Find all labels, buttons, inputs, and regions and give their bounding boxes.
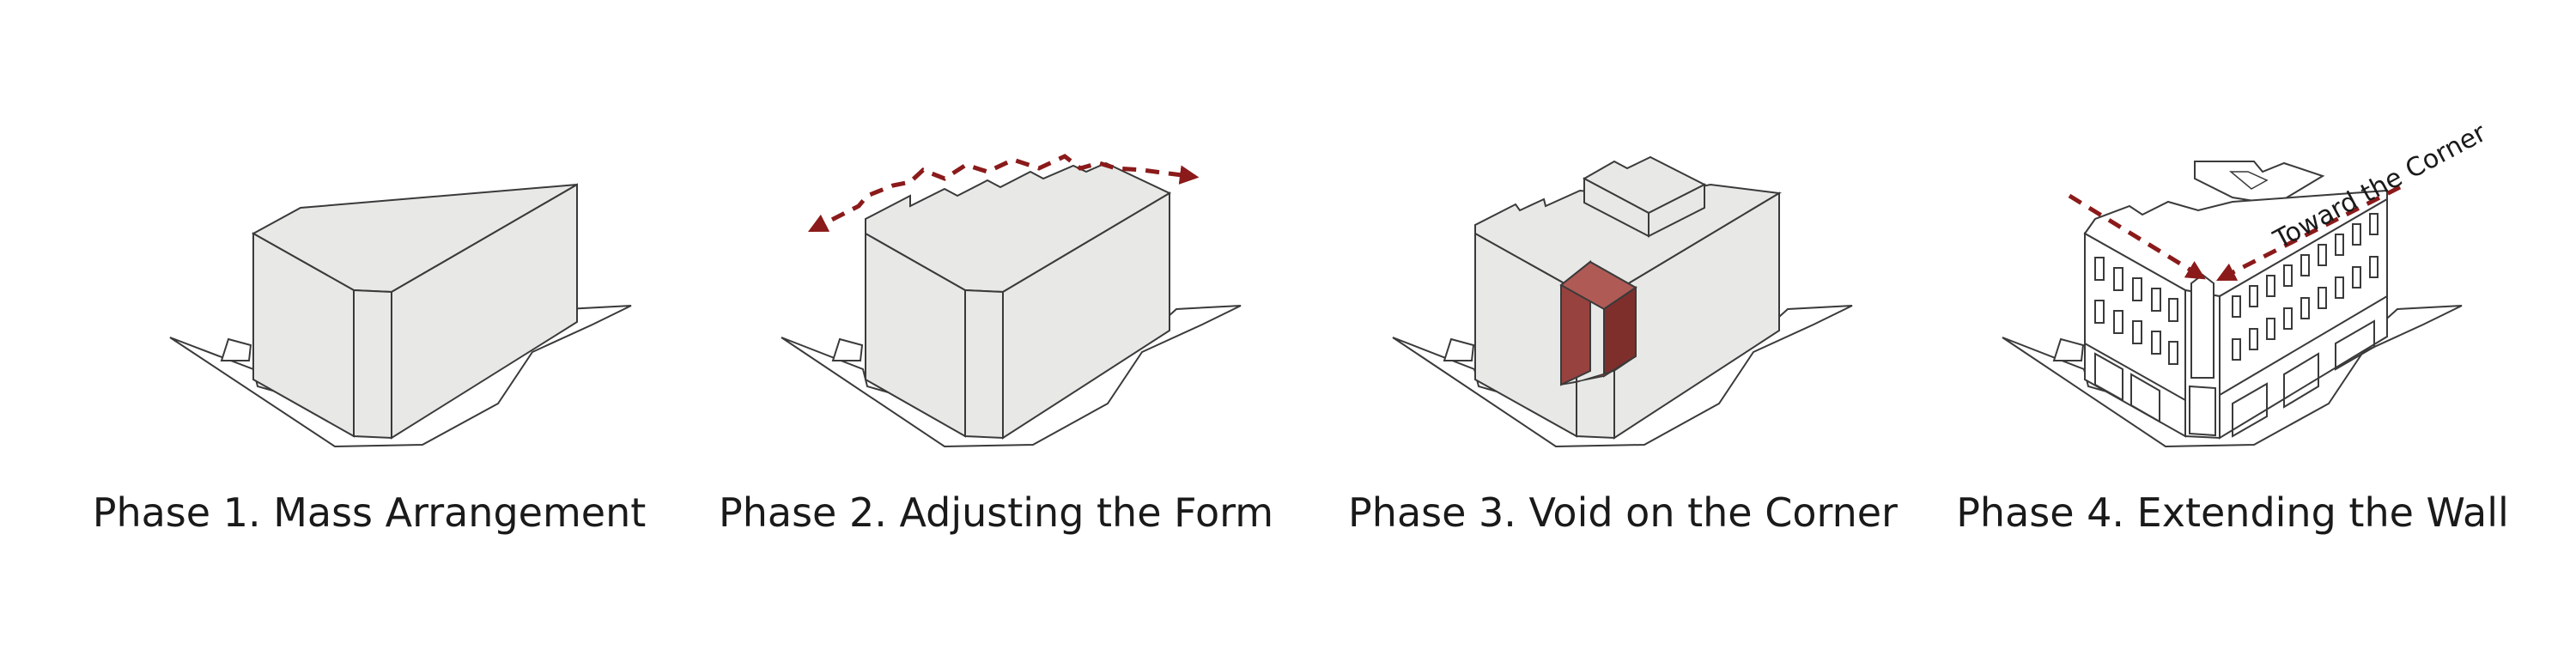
ground-floor-line	[2219, 295, 2388, 396]
rhythm-arrow	[807, 154, 1200, 233]
phase-4-drawing: Toward the Corner	[2002, 118, 2492, 448]
site-notch	[1443, 337, 1475, 361]
windows-right	[2232, 213, 2379, 361]
shopfronts	[2094, 319, 2375, 438]
phase-1-caption: Phase 1. Mass Arrangement	[92, 489, 647, 536]
arrow-left-toward-corner	[2068, 193, 2206, 280]
phase-4-caption: Phase 4. Extending the Wall	[1956, 489, 2509, 536]
void-floor	[1560, 355, 1637, 386]
ground-floor-line	[2084, 343, 2186, 401]
phase-2-drawing	[781, 154, 1242, 448]
site-notch	[2052, 337, 2085, 361]
mass-right-face	[1613, 191, 1780, 440]
mass-corner-face	[353, 288, 392, 440]
windows-left	[2094, 257, 2178, 365]
phase-3-drawing	[1392, 155, 1853, 448]
phase-1-drawing	[169, 183, 632, 448]
corner-recess	[2190, 273, 2215, 379]
site-notch	[831, 337, 864, 361]
phase-3-caption: Phase 3. Void on the Corner	[1348, 489, 1898, 536]
site-notch	[220, 337, 252, 361]
mass-right-face	[391, 183, 578, 440]
rooftop-side	[1648, 183, 1705, 238]
rooftop-inner	[2228, 171, 2269, 190]
mass-corner-face	[964, 288, 1004, 440]
arrow-right-toward-corner	[2215, 185, 2402, 282]
phase-2-caption: Phase 2. Adjusting the Form	[718, 489, 1274, 536]
